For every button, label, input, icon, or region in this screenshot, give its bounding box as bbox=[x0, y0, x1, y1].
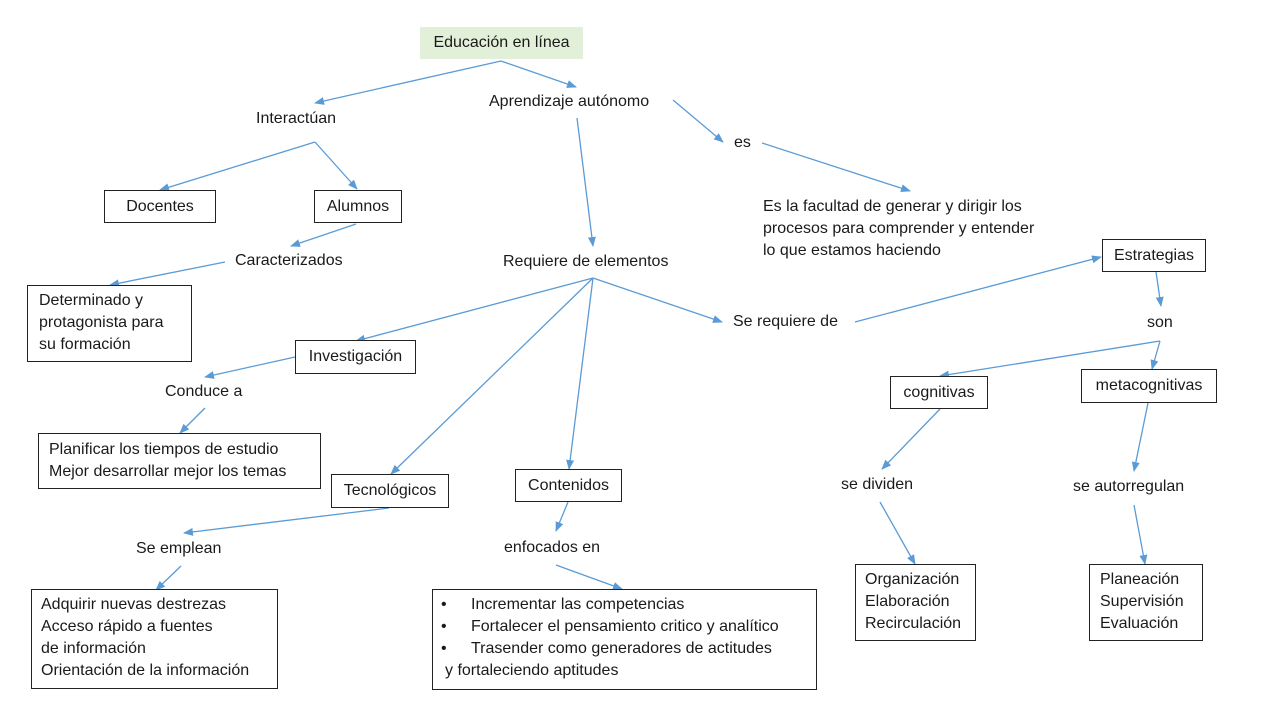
arrow-title-interactuan bbox=[314, 60, 502, 105]
definicion-line-3: lo que estamos haciendo bbox=[763, 242, 941, 259]
arrow-sedividen-organizacion bbox=[879, 501, 916, 565]
box-cognitivas: cognitivas bbox=[890, 376, 988, 409]
label-conduce-a: Conduce a bbox=[165, 383, 243, 400]
label-caracterizados: Caracterizados bbox=[235, 252, 343, 269]
box-determinado: Determinado y protagonista para su forma… bbox=[27, 285, 192, 362]
label-es: es bbox=[734, 134, 751, 151]
arrow-tecnologicos-seemplean bbox=[183, 507, 390, 536]
label-se-dividen: se dividen bbox=[841, 476, 914, 493]
planeacion-line-3: Evaluación bbox=[1100, 615, 1179, 632]
diagram-title: Educación en línea bbox=[420, 27, 583, 59]
arrow-es-definicion bbox=[761, 142, 911, 193]
arrow-contenidos-enfocados bbox=[555, 501, 569, 532]
determinado-line-3: su formación bbox=[39, 336, 131, 353]
arrow-serequiere-estrategias bbox=[854, 255, 1102, 323]
arrow-requiere-contenidos bbox=[566, 277, 594, 470]
arrow-requiere-serequiere bbox=[592, 277, 723, 323]
arrow-enfocados-incrementar bbox=[555, 564, 623, 590]
arrow-son-cognitivas bbox=[939, 340, 1161, 379]
label-definicion: Es la facultad de generar y dirigir los … bbox=[763, 196, 1034, 262]
organizacion-line-3: Recirculación bbox=[865, 615, 962, 632]
box-estrategias: Estrategias bbox=[1102, 239, 1206, 272]
label-se-requiere-de: Se requiere de bbox=[733, 313, 838, 330]
organizacion-line-2: Elaboración bbox=[865, 593, 950, 610]
planeacion-line-1: Planeación bbox=[1100, 571, 1180, 588]
arrow-requiere-investigacion bbox=[355, 277, 594, 343]
label-requiere-de-elementos: Requiere de elementos bbox=[503, 253, 669, 270]
planificar-line-1: Planificar los tiempos de estudio bbox=[49, 441, 279, 458]
box-organizacion: Organización Elaboración Recirculación bbox=[855, 564, 976, 641]
box-planeacion: Planeación Supervisión Evaluación bbox=[1089, 564, 1203, 641]
arrow-caracterizados-determinado bbox=[109, 261, 226, 288]
label-son: son bbox=[1147, 314, 1173, 331]
incrementar-list: Incrementar las competencias Fortalecer … bbox=[433, 594, 816, 660]
arrow-estrategias-son bbox=[1155, 271, 1164, 307]
definicion-line-2: procesos para comprender y entender bbox=[763, 220, 1035, 237]
box-metacognitivas: metacognitivas bbox=[1081, 369, 1217, 403]
label-se-autorregulan: se autorregulan bbox=[1073, 478, 1185, 495]
adquirir-line-1: Adquirir nuevas destrezas bbox=[41, 596, 226, 613]
adquirir-line-2: Acceso rápido a fuentes bbox=[41, 618, 213, 635]
arrow-investigacion-conduce bbox=[204, 356, 296, 379]
arrow-son-metacognitivas bbox=[1150, 340, 1161, 370]
arrow-aprendizaje-es bbox=[672, 99, 724, 143]
arrow-interactuan-docentes bbox=[159, 141, 316, 192]
adquirir-line-4: Orientación de la información bbox=[41, 662, 250, 679]
arrow-cognitivas-sedividen bbox=[881, 408, 941, 470]
planeacion-line-2: Supervisión bbox=[1100, 593, 1184, 610]
box-tecnologicos: Tecnológicos bbox=[331, 474, 449, 508]
box-contenidos: Contenidos bbox=[515, 469, 622, 502]
arrow-interactuan-alumnos bbox=[314, 141, 358, 190]
box-alumnos: Alumnos bbox=[314, 190, 402, 223]
arrow-metacognitivas-seautorregulan bbox=[1131, 402, 1149, 472]
adquirir-line-3: de información bbox=[41, 640, 146, 657]
determinado-line-1: Determinado y bbox=[39, 292, 144, 309]
arrow-conduce-planificar bbox=[179, 407, 206, 434]
box-adquirir: Adquirir nuevas destrezas Acceso rápido … bbox=[31, 589, 278, 689]
label-enfocados-en: enfocados en bbox=[504, 539, 601, 556]
planificar-line-2: Mejor desarrollar mejor los temas bbox=[49, 463, 287, 480]
determinado-line-2: protagonista para bbox=[39, 314, 164, 331]
organizacion-line-1: Organización bbox=[865, 571, 960, 588]
arrow-seautorregulan-planeacion bbox=[1133, 504, 1148, 565]
incrementar-item-1: Incrementar las competencias bbox=[433, 594, 816, 616]
arrow-requiere-tecnologicos bbox=[390, 277, 594, 475]
box-investigacion: Investigación bbox=[295, 340, 416, 374]
arrow-seemplean-adquirir bbox=[155, 565, 182, 591]
incrementar-item-3: Trasender como generadores de actitudes bbox=[433, 638, 816, 660]
label-interactuan: Interactúan bbox=[256, 110, 337, 127]
box-incrementar: Incrementar las competencias Fortalecer … bbox=[432, 589, 817, 690]
box-planificar: Planificar los tiempos de estudio Mejor … bbox=[38, 433, 321, 489]
arrow-title-aprendizaje bbox=[500, 60, 577, 88]
incrementar-tail: y fortaleciendo aptitudes bbox=[445, 662, 619, 679]
arrow-aprendizaje-requiere bbox=[576, 117, 596, 247]
label-se-emplean: Se emplean bbox=[136, 540, 222, 557]
incrementar-item-2: Fortalecer el pensamiento critico y anal… bbox=[433, 616, 816, 638]
box-docentes: Docentes bbox=[104, 190, 216, 223]
definicion-line-1: Es la facultad de generar y dirigir los bbox=[763, 198, 1022, 215]
label-aprendizaje-autonomo: Aprendizaje autónomo bbox=[489, 93, 650, 110]
arrow-alumnos-caracterizados bbox=[290, 223, 357, 247]
